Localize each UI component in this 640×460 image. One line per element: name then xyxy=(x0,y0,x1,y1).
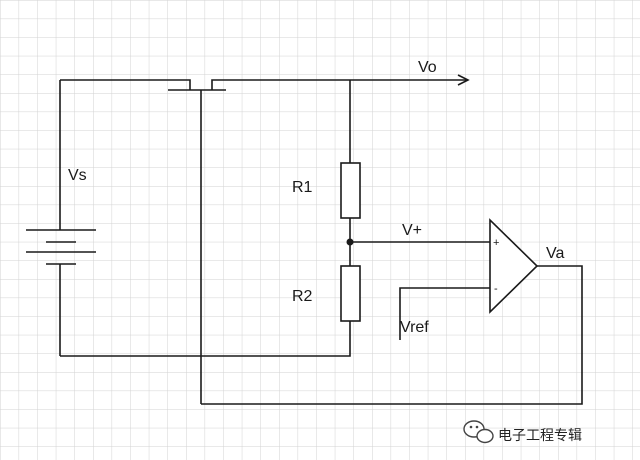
wire-ground xyxy=(60,321,351,357)
label-va: Va xyxy=(546,245,564,262)
wechat-logo-icon xyxy=(463,420,494,444)
label-vo: Vo xyxy=(418,59,437,76)
battery-vs xyxy=(26,80,96,356)
label-r2: R2 xyxy=(292,288,313,305)
pass-transistor xyxy=(168,79,350,404)
opamp-plus-sign: + xyxy=(493,237,499,249)
opamp-minus-sign: - xyxy=(494,283,498,295)
resistor-r2 xyxy=(340,265,361,322)
wire-feedback xyxy=(201,265,583,405)
output-arrow xyxy=(350,74,470,86)
watermark: 电子工程专辑 xyxy=(463,420,582,444)
watermark-text: 电子工程专辑 xyxy=(498,428,582,444)
op-amp xyxy=(489,218,539,314)
wire-vref xyxy=(399,287,490,340)
label-r1: R1 xyxy=(292,179,313,196)
resistor-r1 xyxy=(340,162,361,219)
wire-vs-to-transistor xyxy=(60,79,191,90)
label-vplus: V+ xyxy=(402,222,422,239)
label-vs: Vs xyxy=(68,167,87,184)
label-vref: Vref xyxy=(400,319,429,336)
